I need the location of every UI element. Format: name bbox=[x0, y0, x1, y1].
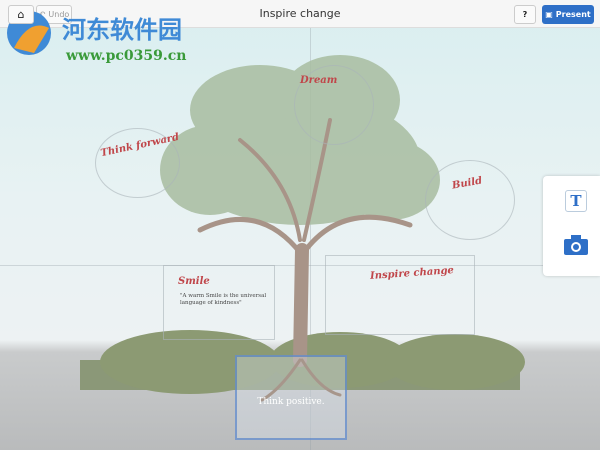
grid-line bbox=[310, 28, 311, 450]
insert-panel: T bbox=[543, 176, 600, 276]
undo-label: Undo bbox=[48, 10, 70, 19]
frame-inspire[interactable] bbox=[325, 255, 475, 335]
undo-icon: ↶ bbox=[38, 10, 46, 19]
home-icon: ⌂ bbox=[17, 8, 25, 21]
present-icon: ▣ bbox=[545, 10, 553, 19]
present-label: Present bbox=[555, 10, 591, 19]
watermark-url: www.pc0359.cn bbox=[66, 48, 187, 64]
presentation-title[interactable]: Inspire change bbox=[259, 7, 341, 20]
watermark-name: 河东软件园 bbox=[62, 15, 182, 44]
selected-frame-think-positive[interactable]: Think positive. bbox=[235, 355, 347, 440]
smile-title: Smile bbox=[178, 276, 210, 287]
home-button[interactable]: ⌂ bbox=[8, 5, 34, 24]
think-positive-title: Think positive. bbox=[257, 397, 325, 407]
text-icon[interactable]: T bbox=[565, 190, 587, 212]
frame-dream[interactable] bbox=[294, 65, 374, 145]
frame-smile[interactable] bbox=[163, 265, 275, 340]
top-toolbar: ⌂ ↶Undo Inspire change ? ▣Present bbox=[0, 0, 600, 28]
camera-icon[interactable] bbox=[563, 234, 589, 256]
smile-quote: "A warm Smile is the universal language … bbox=[180, 293, 267, 307]
hill bbox=[385, 334, 525, 390]
frame-build[interactable] bbox=[425, 160, 515, 240]
frame-think-forward[interactable] bbox=[95, 128, 180, 198]
dream-title: Dream bbox=[300, 75, 338, 86]
help-button[interactable]: ? bbox=[514, 5, 536, 24]
present-button[interactable]: ▣Present bbox=[542, 5, 594, 24]
